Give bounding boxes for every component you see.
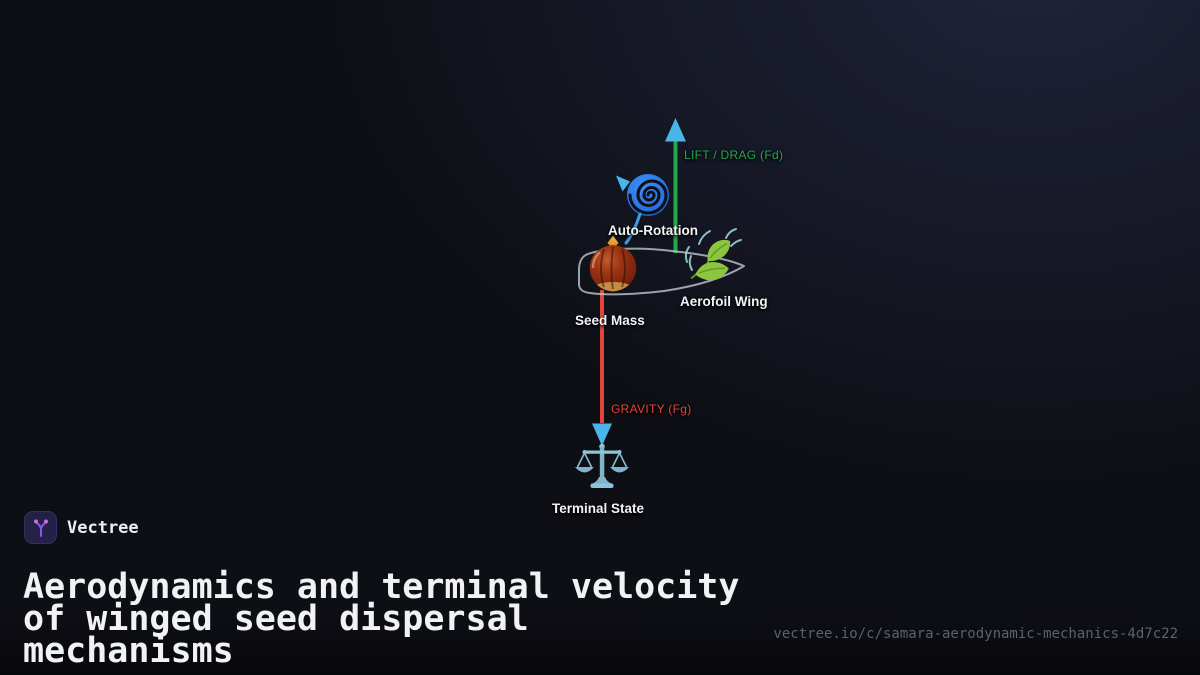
- up-arrow-icon: [665, 118, 686, 142]
- down-arrow-icon: [592, 423, 612, 446]
- page-title: Aerodynamics and terminal velocity of wi…: [23, 567, 740, 672]
- seed-mass-label: Seed Mass: [575, 313, 645, 328]
- wing-outline: [578, 247, 745, 296]
- leaf-flutter-icon: [684, 228, 742, 281]
- rotation-arrow-icon: [616, 175, 642, 245]
- brand-row: Vectree: [24, 511, 139, 544]
- gravity-force-label: GRAVITY (Fg): [611, 402, 692, 416]
- terminal-state-label: Terminal State: [552, 501, 645, 516]
- aerofoil-wing-label: Aerofoil Wing: [680, 294, 768, 309]
- chestnut-seed-icon: [589, 235, 637, 292]
- auto-rotation-label: Auto-Rotation: [608, 223, 698, 238]
- cyclone-icon: [627, 174, 669, 216]
- branch-icon: [33, 519, 48, 537]
- balance-scale-icon: [575, 443, 629, 488]
- page-url: vectree.io/c/samara-aerodynamic-mechanic…: [773, 626, 1178, 642]
- vectree-logo: [24, 511, 57, 544]
- brand-name: Vectree: [67, 517, 139, 538]
- lift-drag-force-label: LIFT / DRAG (Fd): [684, 148, 784, 162]
